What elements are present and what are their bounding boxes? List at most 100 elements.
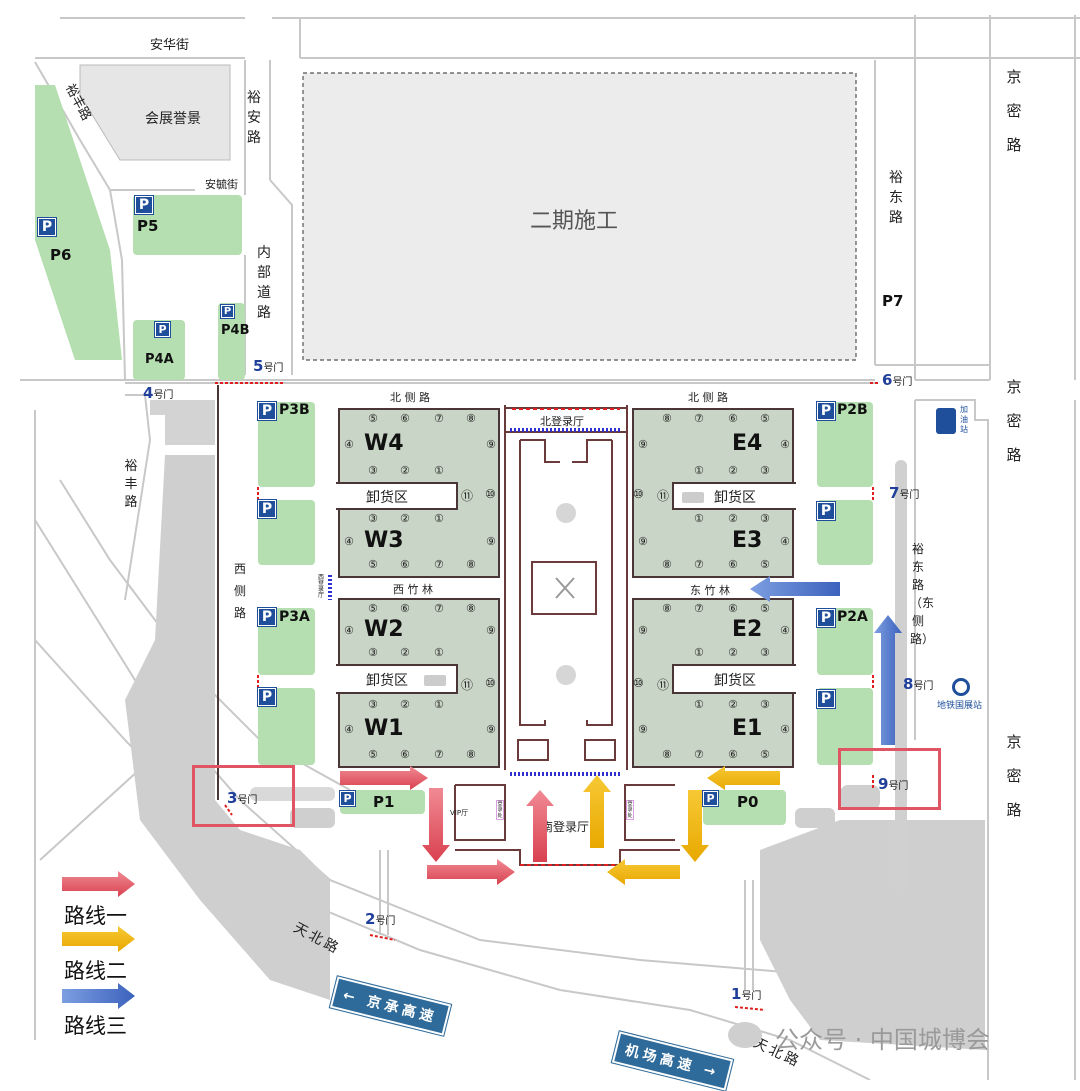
booth-number: ④ — [780, 723, 790, 736]
highlight-gate-9 — [838, 748, 941, 810]
booth-number: ⑤ — [368, 558, 378, 571]
legend-arrow-route-2 — [62, 926, 135, 952]
booth-number: ⑥ — [400, 558, 410, 571]
north-lobby[interactable]: 北登录厅 — [540, 415, 584, 428]
parking-icon: P — [257, 607, 277, 627]
parking-p7[interactable]: P7 — [882, 292, 904, 310]
booth-number: ⑨ — [486, 723, 496, 736]
road-inner: 内部道路 — [257, 245, 271, 321]
booth-number: ② — [400, 512, 410, 525]
road-jingmi-2: 京密路 — [1006, 378, 1022, 464]
road-yufeng-bottom: 裕丰路 — [124, 459, 138, 510]
gate-3[interactable]: 3号门 — [227, 789, 257, 807]
booth-number: ① — [434, 464, 444, 477]
gate-number: 8 — [903, 675, 914, 693]
booth-number: ③ — [368, 512, 378, 525]
booth-number: ② — [400, 698, 410, 711]
gate-6[interactable]: 6号门 — [882, 371, 912, 389]
parking-icon: P — [154, 321, 171, 338]
parking-p1: P1 — [373, 793, 395, 811]
booth-number: ⑧ — [662, 748, 672, 761]
gate-suffix: 号门 — [888, 781, 909, 792]
vip-hall[interactable]: VIP厅 — [450, 809, 469, 817]
booth-number: ② — [728, 646, 738, 659]
place-phase2: 二期施工 — [530, 209, 619, 234]
booth-number: ④ — [344, 723, 354, 736]
loading-area-label: 卸货区 — [714, 490, 756, 506]
booth-number: ⑤ — [368, 602, 378, 615]
booth-number: ① — [434, 646, 444, 659]
gate-number: 3 — [227, 789, 238, 807]
booth-number: ① — [434, 512, 444, 525]
wechat-icon — [728, 1022, 762, 1048]
gate-suffix: 号门 — [237, 795, 258, 806]
road-dongzhulin: 东 竹 林 — [690, 584, 730, 597]
gate-8[interactable]: 8号门 — [903, 675, 933, 693]
booth-number: ⑥ — [400, 602, 410, 615]
booth-number: ⑧ — [466, 558, 476, 571]
loading-area-w-north[interactable]: 卸货区 — [336, 482, 458, 510]
parking-icon: P — [257, 687, 277, 707]
booth-number: ③ — [368, 646, 378, 659]
parking-p6[interactable]: P6 — [50, 246, 72, 264]
booth-number: ⑧ — [662, 412, 672, 425]
road-anhua: 安华街 — [150, 38, 190, 53]
gate-number: 2 — [365, 910, 376, 928]
road-yuan: 裕安路 — [247, 90, 261, 146]
highlight-gate-3 — [192, 765, 295, 827]
parking-p0: P0 — [737, 793, 759, 811]
gate-number: 1 — [731, 985, 742, 1003]
booth-number: ⑥ — [728, 558, 738, 571]
west-lobby[interactable]: 西登录厅 — [316, 574, 326, 599]
gate-9[interactable]: 9号门 — [878, 775, 908, 793]
booth-number: ⑤ — [760, 558, 770, 571]
booth-number: ⑥ — [400, 748, 410, 761]
parking-icon: P — [816, 689, 836, 709]
loading-area-e-south[interactable]: 卸货区 — [672, 664, 796, 694]
gate-5[interactable]: 5号门 — [253, 357, 283, 375]
booth-number: ④ — [780, 624, 790, 637]
loading-area-label: 卸货区 — [366, 490, 408, 506]
booth-number: ⑩ — [485, 676, 496, 690]
route-2-arrow — [607, 859, 680, 885]
gas-station-icon — [936, 408, 956, 434]
parking-icon: P — [37, 217, 57, 237]
booth-number: ④ — [344, 535, 354, 548]
booth-number: ⑨ — [486, 624, 496, 637]
booth-number: ⑧ — [662, 558, 672, 571]
road-west-side: 西侧路 — [233, 562, 246, 620]
booth-number: ⑤ — [368, 412, 378, 425]
booth-number: ⑪ — [657, 489, 670, 503]
booth-number: ④ — [344, 624, 354, 637]
road-xizhulin: 西 竹 林 — [393, 583, 433, 596]
loading-area-w-south[interactable]: 卸货区 — [336, 664, 458, 694]
road-north-west: 北 侧 路 — [390, 391, 430, 404]
loading-area-e-north[interactable]: 卸货区 — [672, 482, 796, 510]
gate-4[interactable]: 4号门 — [143, 384, 173, 402]
booth-number: ⑤ — [760, 412, 770, 425]
parking-p2b: P2B — [837, 402, 868, 418]
booth-number: ⑩ — [485, 487, 496, 501]
parking-p4b: P4B — [221, 323, 250, 338]
gate-suffix: 号门 — [892, 377, 913, 388]
gate-1[interactable]: 1号门 — [731, 985, 761, 1003]
parking-icon: P — [220, 304, 235, 319]
booth-number: ③ — [368, 698, 378, 711]
parking-icon: P — [816, 501, 836, 521]
booth-number: ② — [728, 512, 738, 525]
booth-number: ① — [694, 646, 704, 659]
gate-7[interactable]: 7号门 — [889, 484, 919, 502]
legend-arrow-route-1 — [62, 871, 135, 897]
booth-number: ⑥ — [728, 602, 738, 615]
hall-name: E2 — [732, 617, 763, 642]
south-lobby[interactable]: 南登录厅 — [541, 820, 590, 834]
gate-2[interactable]: 2号门 — [365, 910, 395, 928]
